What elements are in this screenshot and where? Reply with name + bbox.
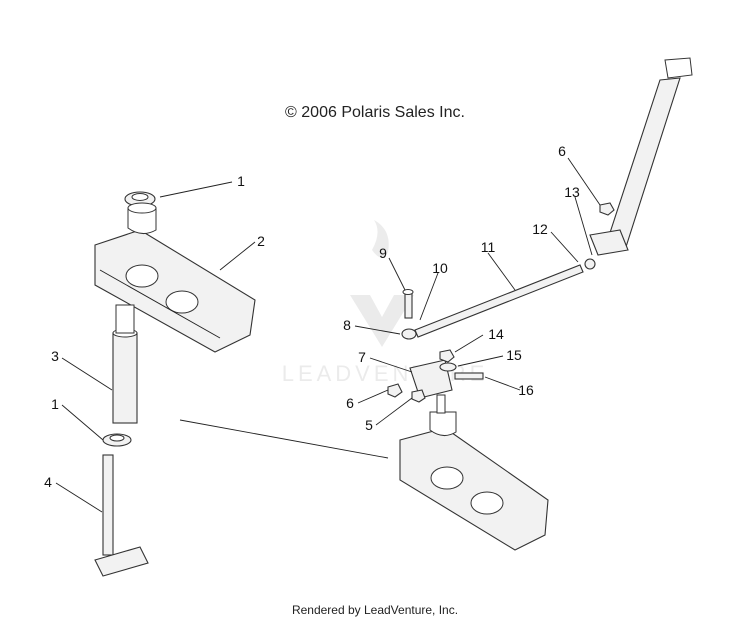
steering-shaft-lower [94,454,149,577]
callout-7: 7 [358,349,366,365]
callout-9: 9 [379,245,387,261]
nut-6-lower [387,383,403,398]
bolt-16 [454,372,484,380]
callout-15: 15 [506,347,522,363]
callout-1-upper: 1 [237,173,245,189]
callout-4: 4 [44,474,52,490]
callout-2: 2 [257,233,265,249]
washer-lower [102,433,132,447]
steering-housing-upper [94,202,256,353]
leader-housing [179,419,389,459]
callout-14: 14 [488,326,504,342]
washer-15 [439,362,457,372]
callout-3: 3 [51,348,59,364]
leader-lines [55,157,601,513]
callout-6-upper: 6 [558,143,566,159]
copyright-notice: © 2006 Polaris Sales Inc. [285,104,465,121]
callouts: 1 2 3 1 4 9 10 11 12 13 6 8 7 14 15 16 6… [44,143,580,490]
nut-5 [411,389,426,403]
callout-13: 13 [564,184,580,200]
nut-14 [439,349,455,363]
nut-6-upper [599,202,615,216]
tie-rod [401,258,596,340]
callout-1-lower: 1 [51,396,59,412]
bolt-9 [402,289,414,319]
callout-12: 12 [532,221,548,237]
callout-8: 8 [343,317,351,333]
callout-6-lower: 6 [346,395,354,411]
steering-tube [112,304,138,424]
callout-16: 16 [518,382,534,398]
steering-column [589,57,693,256]
steering-housing-lower [399,394,549,551]
callout-11: 11 [481,239,496,255]
callout-5: 5 [365,417,373,433]
washer-upper [124,191,156,207]
footer-credit: Rendered by LeadVenture, Inc. [291,603,459,617]
callout-10: 10 [432,260,448,276]
